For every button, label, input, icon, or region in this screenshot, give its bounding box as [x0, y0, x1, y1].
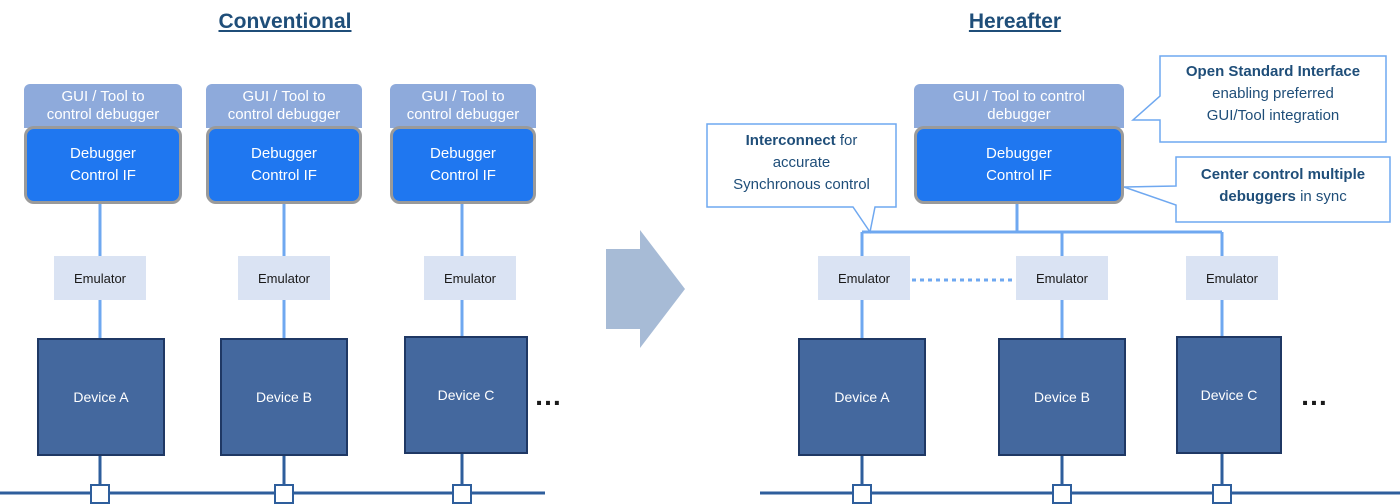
bus-port-here-b — [1052, 484, 1072, 504]
open-standard-callout-shape — [1131, 55, 1387, 143]
gui-tool-box-a: GUI / Tool to control debugger — [24, 84, 182, 128]
bus-port-here-c — [1212, 484, 1232, 504]
hereafter-gui-tool-box: GUI / Tool to control debugger — [914, 84, 1124, 128]
hereafter-device-b: Device B — [998, 338, 1126, 456]
emulator-box-c: Emulator — [424, 256, 516, 300]
hereafter-emulator-a: Emulator — [818, 256, 910, 300]
here-more-ellipsis: … — [1300, 380, 1330, 411]
device-box-b: Device B — [220, 338, 348, 456]
debugger-control-box-a: Debugger Control IF — [24, 126, 182, 204]
bus-port-here-a — [852, 484, 872, 504]
hereafter-device-a: Device A — [798, 338, 926, 456]
center-control-callout-shape — [1123, 156, 1391, 223]
device-box-a: Device A — [37, 338, 165, 456]
bus-port-conv-b — [274, 484, 294, 504]
hereafter-debugger-control-box: Debugger Control IF — [914, 126, 1124, 204]
device-box-c: Device C — [404, 336, 528, 454]
interconnect-callout-shape — [706, 123, 897, 234]
bus-port-conv-c — [452, 484, 472, 504]
interconnect-callout: Interconnect for accurate Synchronous co… — [733, 132, 870, 193]
gui-tool-box-c: GUI / Tool to control debugger — [390, 84, 536, 128]
debugger-control-box-b: Debugger Control IF — [206, 126, 362, 204]
open-standard-callout: Open Standard Interface enabling preferr… — [1185, 63, 1361, 124]
emulator-box-b: Emulator — [238, 256, 330, 300]
transition-arrow — [606, 230, 685, 348]
emulator-box-a: Emulator — [54, 256, 146, 300]
hereafter-emulator-c: Emulator — [1186, 256, 1278, 300]
conv-more-ellipsis: … — [534, 380, 564, 411]
hereafter-title: Hereafter — [968, 10, 1062, 33]
hereafter-device-c: Device C — [1176, 336, 1282, 454]
debugger-control-box-c: Debugger Control IF — [390, 126, 536, 204]
center-control-callout: Center control multiple debuggers in syn… — [1200, 166, 1366, 205]
hereafter-emulator-b: Emulator — [1016, 256, 1108, 300]
conventional-title: Conventional — [218, 10, 352, 33]
gui-tool-box-b: GUI / Tool to control debugger — [206, 84, 362, 128]
bus-port-conv-a — [90, 484, 110, 504]
